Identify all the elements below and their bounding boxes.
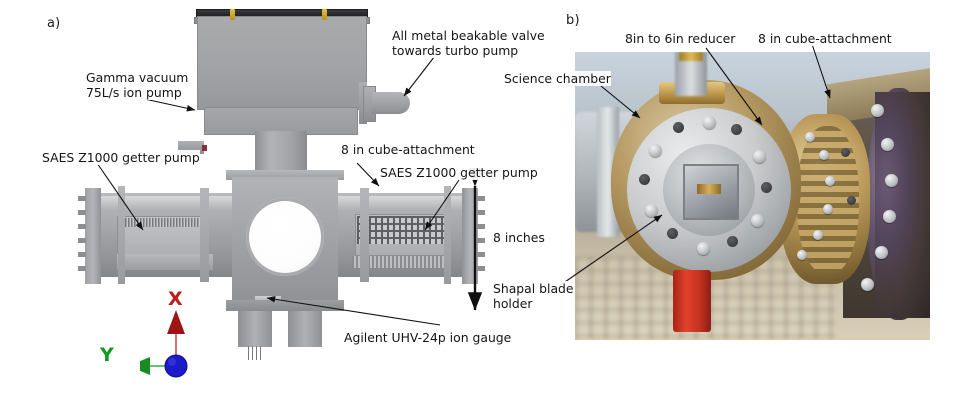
flange-bolt-hole-icon: [673, 122, 684, 133]
feedthrough-pins: [248, 346, 264, 360]
label-saes-getter-pump-right: SAES Z1000 getter pump: [380, 165, 538, 180]
bolt-icon: [322, 9, 327, 20]
label-agilent-ion-gauge: Agilent UHV-24p ion gauge: [344, 330, 512, 345]
photo-shapal-blade-holder: [697, 184, 721, 194]
ion-pump-stem: [255, 131, 307, 177]
cube-top-flange: [226, 170, 344, 180]
flange-bolt-hole-icon: [731, 124, 742, 135]
label-cube-attachment-b: 8 in cube-attachment: [758, 31, 892, 46]
flange-tooth: [477, 224, 485, 229]
reducer-bolt-icon: [805, 132, 815, 142]
flange-tooth: [78, 224, 86, 229]
reducer-bolt-icon: [819, 150, 829, 160]
panel-a-letter: a): [47, 16, 61, 31]
getter-right-mesh: [357, 216, 445, 244]
label-science-chamber: Science chamber: [504, 71, 611, 86]
cube-bolt-icon: [883, 210, 896, 223]
left-end-flange: [78, 188, 101, 284]
cube-bolt-icon: [871, 104, 884, 117]
flange-bolt-icon: [697, 242, 710, 255]
photo-top-feedthrough-cap: [679, 52, 703, 61]
axis-label-x: X: [168, 288, 183, 310]
flange-tooth: [477, 238, 485, 243]
tube-collar: [360, 188, 369, 282]
label-cube-attachment-a: 8 in cube-attachment: [341, 142, 475, 157]
bolt-icon: [230, 9, 235, 20]
flange-tooth: [477, 210, 485, 215]
photo-cube-front-face: [875, 92, 930, 318]
cube-bolt-hole-icon: [841, 148, 850, 157]
ion-pump-neck: [204, 107, 358, 135]
cube-bolt-icon: [875, 246, 888, 259]
stem-nub-indicator: [202, 145, 207, 151]
cube-bolt-icon: [861, 278, 874, 291]
getter-right-support-rod: [352, 256, 450, 268]
label-saes-getter-pump-left: SAES Z1000 getter pump: [42, 150, 200, 165]
flange-tooth: [78, 266, 86, 271]
tube-collar: [118, 186, 125, 284]
flange-tooth: [78, 196, 86, 201]
flange-tooth: [78, 252, 86, 257]
panel-a-cad-rendering: a): [47, 9, 485, 398]
reducer-bolt-icon: [797, 250, 807, 260]
flange-bolt-icon: [703, 116, 716, 129]
cube-bottom-flange: [226, 300, 344, 311]
flange-tooth: [78, 210, 86, 215]
cube-bolt-icon: [885, 174, 898, 187]
flange-tooth: [477, 266, 485, 271]
label-shapal-blade-holder: Shapal blade holder: [493, 281, 574, 311]
axes-arrows: [128, 310, 188, 378]
coordinate-axes: X Y: [100, 288, 230, 398]
axis-label-y: Y: [100, 344, 114, 366]
flange-bolt-icon: [751, 214, 764, 227]
getter-left-support-rod: [117, 254, 213, 270]
panel-b-letter: b): [566, 13, 580, 28]
cube-bolt-hole-icon: [847, 196, 856, 205]
bottom-port-left: [238, 311, 272, 347]
flange-bolt-icon: [753, 150, 766, 163]
bottom-port-right: [288, 311, 322, 347]
label-8in-to-6in-reducer: 8in to 6in reducer: [625, 31, 736, 46]
reducer-bolt-icon: [813, 230, 823, 240]
reducer-bolt-icon: [825, 176, 835, 186]
gamma-vacuum-ion-pump-body: [197, 16, 367, 110]
label-all-metal-bakeable-valve: All metal beakable valve towards turbo p…: [392, 28, 545, 58]
flange-tooth: [477, 196, 485, 201]
photo-red-mount: [673, 270, 711, 332]
reducer-bolt-icon: [823, 204, 833, 214]
label-gamma-vacuum-ion-pump: Gamma vacuum 75L/s ion pump: [86, 70, 189, 100]
label-dimension-8-inches: 8 inches: [493, 230, 545, 245]
flange-tooth: [477, 252, 485, 257]
flange-bolt-hole-icon: [761, 182, 772, 193]
tube-collar: [200, 188, 209, 282]
flange-tooth: [78, 238, 86, 243]
panel-b-photograph: [575, 52, 930, 340]
flange-bolt-hole-icon: [639, 174, 650, 185]
flange-bolt-icon: [649, 144, 662, 157]
flange-bolt-icon: [645, 204, 658, 217]
cube-bolt-icon: [881, 138, 894, 151]
all-metal-bakeable-valve-tube: [372, 92, 410, 114]
tube-collar: [444, 186, 451, 284]
right-end-flange: [462, 188, 485, 284]
cube-front-viewport: [246, 198, 324, 276]
flange-bolt-hole-icon: [727, 236, 738, 247]
flange-bolt-hole-icon: [667, 228, 678, 239]
getter-left-mesh: [119, 218, 205, 227]
